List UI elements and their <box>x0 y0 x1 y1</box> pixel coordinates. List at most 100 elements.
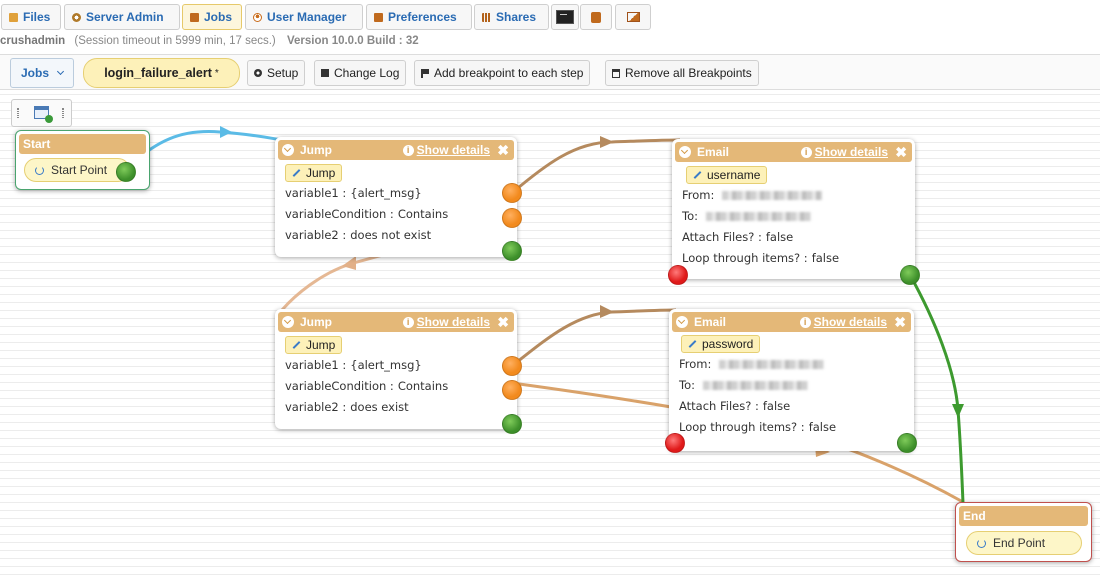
start-point[interactable]: Start Point <box>24 158 130 182</box>
end-node[interactable]: End End Point <box>955 502 1092 562</box>
jump-true-connector[interactable] <box>502 183 522 203</box>
change-log-button[interactable]: Change Log <box>314 60 407 86</box>
jump-false-connector[interactable] <box>502 208 522 228</box>
drag-handle-icon[interactable] <box>62 108 64 118</box>
start-node[interactable]: Start Start Point <box>15 130 150 190</box>
drag-handle-icon[interactable] <box>17 108 19 118</box>
task-name-pill[interactable]: Jump <box>285 164 343 182</box>
version-label: Version 10.0.0 Build : 32 <box>286 35 419 47</box>
property-row: Loop through items? :false <box>679 420 836 434</box>
node-header[interactable]: End <box>959 506 1088 526</box>
change-log-label: Change Log <box>334 66 400 80</box>
node-title: Start <box>23 137 51 151</box>
tab-server-admin[interactable]: Server Admin <box>64 4 180 30</box>
jobs-dropdown[interactable]: Jobs <box>10 58 74 88</box>
jump-node[interactable]: Jump i Show details ✖ Jump variable1 :{a… <box>275 137 522 261</box>
redacted-value <box>702 381 808 390</box>
setup-button[interactable]: Setup <box>247 60 306 86</box>
start-point-label: Start Point <box>51 163 108 177</box>
add-breakpoint-button[interactable]: Add breakpoint to each step <box>414 60 591 86</box>
tab-label: Server Admin <box>86 10 164 24</box>
show-details-link[interactable]: i Show details <box>402 315 490 329</box>
lock-icon <box>591 11 601 23</box>
info-icon: i <box>402 316 414 328</box>
show-details-label: Show details <box>814 145 888 159</box>
image-dropdown-button[interactable] <box>615 4 651 30</box>
collapse-icon[interactable] <box>282 144 294 156</box>
task-name-pill[interactable]: Jump <box>285 336 343 354</box>
redacted-value <box>705 212 811 221</box>
node-header[interactable]: Start <box>19 134 146 154</box>
task-name-pill[interactable]: password <box>681 335 761 353</box>
pencil-icon <box>688 340 697 348</box>
collapse-icon[interactable] <box>676 316 688 328</box>
close-icon[interactable]: ✖ <box>894 314 906 330</box>
add-task-icon[interactable] <box>34 106 53 123</box>
chevron-down-icon <box>56 67 65 75</box>
folder-icon <box>9 12 18 22</box>
node-title: End <box>963 509 986 523</box>
email-node[interactable]: Email i Show details ✖ username From: To… <box>668 139 920 285</box>
tab-jobs[interactable]: Jobs <box>182 4 242 30</box>
property-key: variableCondition : <box>285 379 394 393</box>
preferences-icon <box>374 12 383 22</box>
lock-button[interactable] <box>580 4 612 30</box>
start-output-connector[interactable] <box>116 162 136 182</box>
task-name: username <box>707 168 761 182</box>
property-key: Loop through items? : <box>682 251 808 265</box>
property-key: To: <box>679 378 695 392</box>
collapse-icon[interactable] <box>282 316 294 328</box>
success-connector[interactable] <box>897 433 917 453</box>
show-details-link[interactable]: i Show details <box>799 315 887 329</box>
jump-true-connector[interactable] <box>502 356 522 376</box>
remove-breakpoints-button[interactable]: Remove all Breakpoints <box>605 60 759 86</box>
property-row: variableCondition :Contains <box>285 379 448 393</box>
property-row: variable1 :{alert_msg} <box>285 358 422 372</box>
session-username: crushadmin <box>0 35 66 47</box>
property-row: variable2 :does exist <box>285 400 409 414</box>
close-icon[interactable]: ✖ <box>497 142 509 158</box>
terminal-button[interactable] <box>551 4 579 30</box>
tab-files[interactable]: Files <box>1 4 61 30</box>
failure-connector[interactable] <box>665 433 685 453</box>
power-icon <box>35 165 44 175</box>
job-name: login_failure_alert <box>104 66 212 80</box>
end-point-label: End Point <box>993 536 1046 550</box>
collapse-icon[interactable] <box>679 146 691 158</box>
node-header[interactable]: Email i Show details ✖ <box>672 312 911 332</box>
job-name-badge[interactable]: login_failure_alert * <box>83 58 240 88</box>
node-header[interactable]: Jump i Show details ✖ <box>278 312 514 332</box>
pencil-icon <box>693 171 702 179</box>
failure-connector[interactable] <box>668 265 688 285</box>
jump-false-connector[interactable] <box>502 380 522 400</box>
tab-shares[interactable]: Shares <box>474 4 549 30</box>
close-icon[interactable]: ✖ <box>895 144 907 160</box>
property-row: Attach Files? :false <box>682 230 793 244</box>
terminal-icon <box>556 10 574 24</box>
success-connector[interactable] <box>502 414 522 434</box>
add-breakpoint-label: Add breakpoint to each step <box>434 66 584 80</box>
workflow-canvas[interactable] <box>0 91 1100 582</box>
redacted-value <box>722 191 823 200</box>
close-icon[interactable]: ✖ <box>497 314 509 330</box>
success-connector[interactable] <box>502 241 522 261</box>
email-node[interactable]: Email i Show details ✖ password From: To… <box>665 309 917 453</box>
success-connector[interactable] <box>900 265 920 285</box>
node-header[interactable]: Email i Show details ✖ <box>675 142 912 162</box>
property-key: Loop through items? : <box>679 420 805 434</box>
node-header[interactable]: Jump i Show details ✖ <box>278 140 514 160</box>
task-name-pill[interactable]: username <box>686 166 768 184</box>
end-point[interactable]: End Point <box>966 531 1082 555</box>
session-info: crushadmin (Session timeout in 5999 min,… <box>0 35 419 51</box>
show-details-link[interactable]: i Show details <box>402 143 490 157</box>
property-value: Contains <box>397 379 449 393</box>
show-details-link[interactable]: i Show details <box>800 145 888 159</box>
tab-user-manager[interactable]: User Manager <box>245 4 363 30</box>
task-palette[interactable] <box>11 99 72 127</box>
jobs-icon <box>190 12 199 22</box>
property-value: does not exist <box>350 228 432 242</box>
task-name: Jump <box>306 166 336 180</box>
tab-preferences[interactable]: Preferences <box>366 4 472 30</box>
jump-node[interactable]: Jump i Show details ✖ Jump variable1 :{a… <box>275 309 522 434</box>
property-row: Attach Files? :false <box>679 399 790 413</box>
